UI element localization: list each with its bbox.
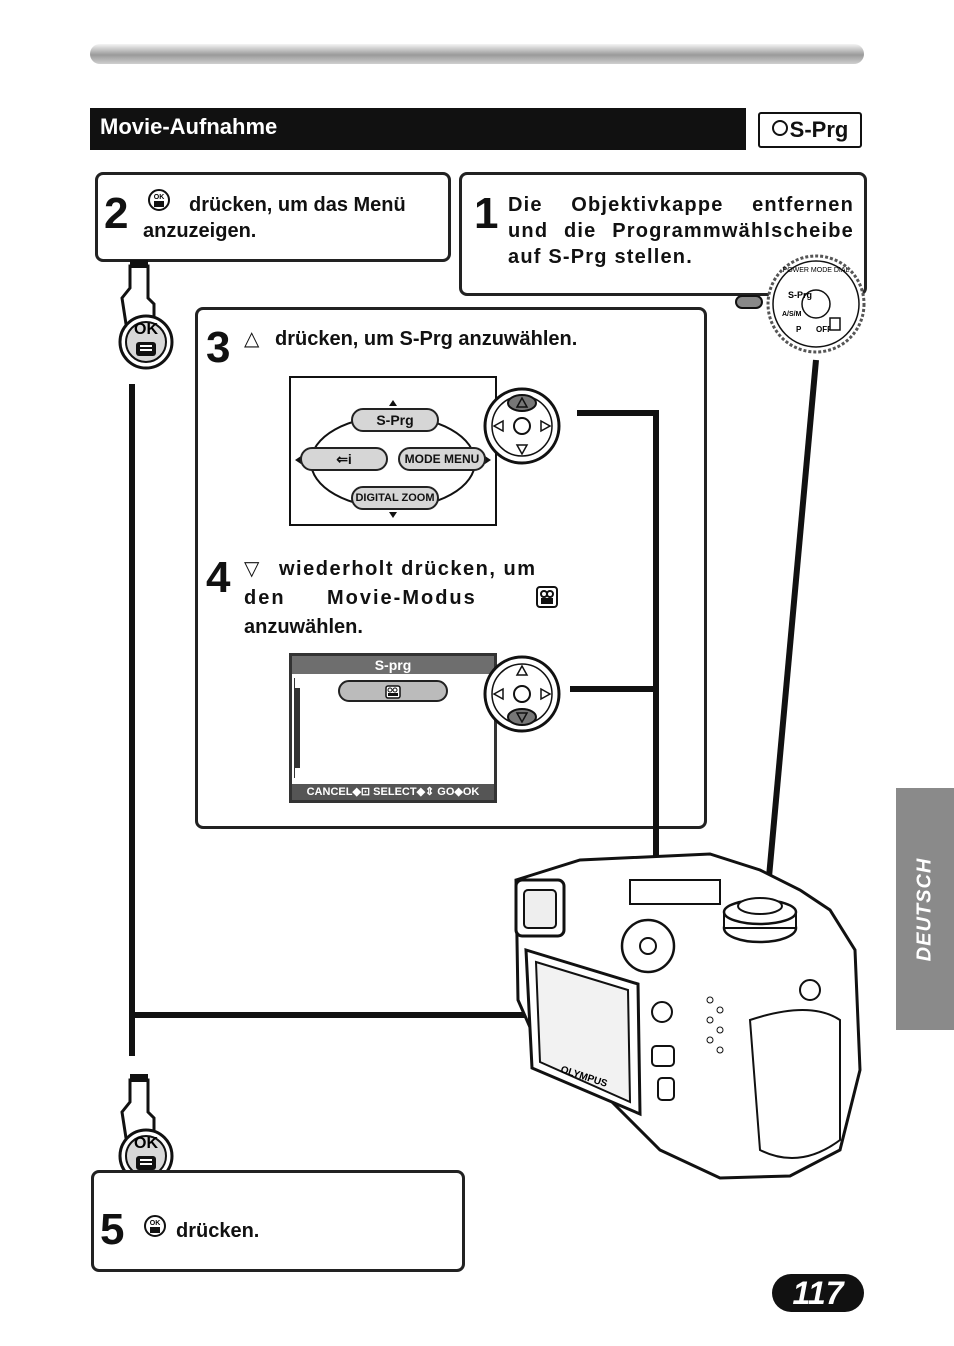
camera-svg: OLYMPUS [514,852,862,1180]
step-4-line2b: Movie-Modus [327,587,477,609]
section-title: Movie-Aufnahme [100,114,278,139]
ok-label: OK [134,321,158,338]
step-4-line1: wiederholt drücken, um [279,558,537,580]
arrow-pad-up-svg [483,387,561,465]
connector-ok-h [129,1012,653,1018]
hand-press-icon-bottom: OK [112,1072,178,1189]
ok-menu-icon-svg: OK [148,189,170,211]
arrow-pad-down-svg [483,655,561,733]
ok-menu-icon-step5: OK [143,1214,167,1243]
step-5-number: 5 [100,1205,125,1254]
step-3-number: 3 [206,323,231,372]
ok-label-bottom: OK [134,1135,158,1152]
dial-sprg-label: S-Prg [788,290,812,300]
step-4-number: 4 [206,553,231,602]
dial-p-label: P [796,325,802,334]
connector-pad1-h [577,410,659,416]
screen2-scrollbar [294,678,301,778]
step-1-number: 1 [474,189,499,238]
language-tab [896,788,954,1030]
step-4-line2a: den [244,587,286,609]
screen1-bottom-pill: DIGITAL ZOOM [351,486,439,510]
svg-text:OK: OK [154,194,165,201]
hand-press-icon-svg: OK [118,260,174,370]
connector-ok-left-v [129,384,135,1056]
screen2-title: S-prg [292,656,494,674]
screen2-movie-pill [338,680,448,702]
camera-illustration: OLYMPUS [510,850,870,1187]
connector-pad-v [653,410,659,924]
scrollbar-thumb [295,688,300,768]
hand-press-icon-bottom-svg: OK [118,1074,174,1184]
connector-dial-line [760,358,822,919]
movie-icon [536,586,558,613]
language-tab-text-wrap: DEUTSCH [896,788,954,1030]
arrow-pad-icon-up [482,386,562,471]
hand-press-icon-top: OK [112,258,178,375]
mode-badge: S-Prg [758,112,862,148]
step-5-box [91,1170,465,1272]
mode-dial: POWER MODE DIAL S-Prg A/S/M P OFF [730,250,870,365]
top-decor-bar [90,44,864,64]
mode-dial-svg: POWER MODE DIAL S-Prg A/S/M P OFF [735,254,866,354]
ok-menu-icon-step5-svg: OK [144,1215,166,1237]
step-3-symbol: △ [244,328,260,350]
ok-menu-icon: OK [147,188,171,217]
step-4-symbol: ▽ [244,558,260,580]
section-header-bar [90,108,746,150]
dial-off-label: OFF [816,325,832,334]
step-1-text: Die Objektivkappe entfernen und die Prog… [508,194,854,268]
svg-text:OK: OK [150,1220,161,1227]
step-2-box [95,172,451,262]
page-number: 117 [772,1274,864,1312]
screen1-left-pill: ⇐i [300,447,388,471]
connector-dial-svg [763,359,819,911]
mode-circle-icon [771,120,788,136]
step-2-text: drücken, um das Menü anzuzeigen. [143,194,406,242]
step-3-text: drücken, um S-Prg anzuwählen. [275,328,578,350]
language-tab-label: DEUTSCH [913,857,936,961]
step-4-line3: anzuwählen. [244,616,363,638]
mode-badge-label: S-Prg [789,117,849,142]
step-5-text: drücken. [176,1220,260,1242]
menu-screen-2: S-prg CANCEL◆⊡ SELECT◆⇕ GO◆OK [289,653,497,803]
screen2-footer: CANCEL◆⊡ SELECT◆⇕ GO◆OK [292,784,494,800]
movie-icon-svg [536,586,558,608]
screen1-top-pill: S-Prg [351,408,439,432]
movie-icon-small [385,685,401,699]
screen1-right-pill: MODE MENU [398,447,486,471]
arrow-pad-icon-down [482,654,562,739]
dial-ring-label: POWER MODE DIAL [783,267,850,274]
connector-pad2-h [570,686,659,692]
dial-asm-label: A/S/M [782,311,802,318]
step-2-number: 2 [104,189,129,238]
